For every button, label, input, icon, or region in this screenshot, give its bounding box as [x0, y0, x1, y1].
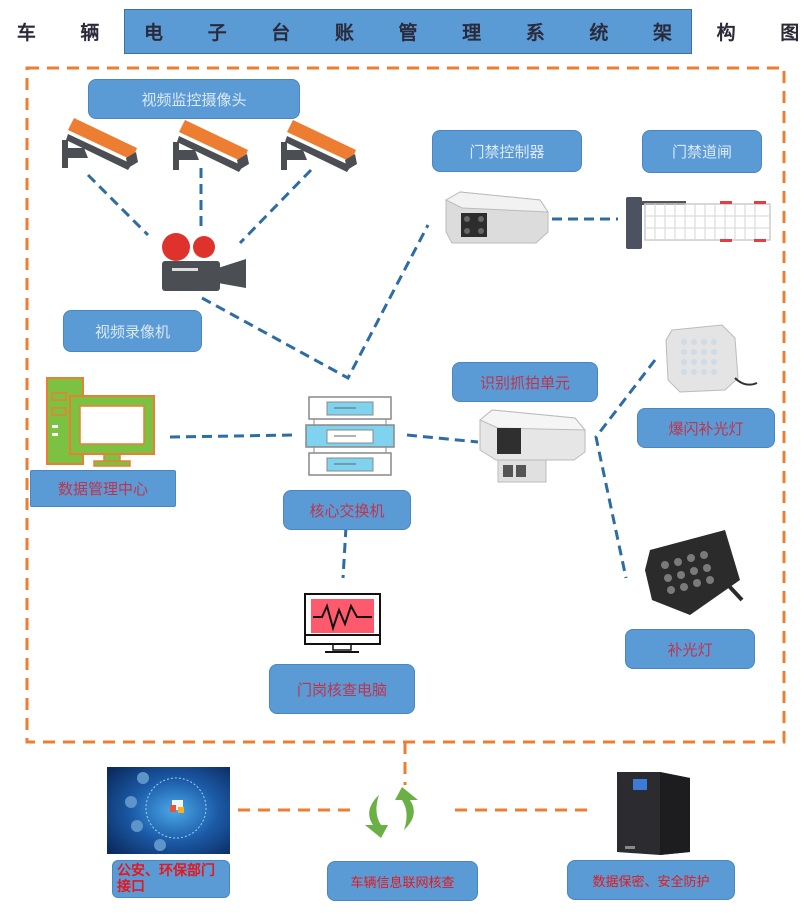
- label-access-controller: 门禁控制器: [432, 130, 582, 172]
- link-cam3-recorder: [238, 168, 313, 245]
- label-data-security-text: 数据保密、安全防护: [592, 874, 710, 890]
- label-access-controller-text: 门禁控制器: [469, 142, 545, 161]
- label-gate-pc-text: 门岗核查电脑: [296, 680, 387, 699]
- label-core-switch-text: 核心交换机: [309, 501, 385, 520]
- video-recorder-icon: [162, 233, 246, 291]
- capture-camera-icon: [479, 409, 587, 483]
- link-capture-lights: [594, 359, 657, 579]
- label-cctv: 视频监控摄像头: [88, 79, 300, 119]
- link-switch-gatepc: [341, 526, 348, 579]
- diagram-title-text: 车 辆 电 子 台 账 管 理 系 统 架 构 图: [16, 22, 808, 44]
- box-camera-icon: [444, 191, 549, 244]
- label-recorder: 视频录像机: [63, 310, 202, 352]
- label-data-center-text: 数据管理中心: [57, 480, 148, 498]
- desktop-computer-icon: [46, 377, 155, 467]
- label-barrier-gate-text: 门禁道闸: [671, 143, 732, 161]
- cctv-camera-icon: [62, 118, 138, 170]
- diagram-title: 车 辆 电 子 台 账 管 理 系 统 架 构 图: [17, 9, 799, 54]
- label-fill-light-text: 补光灯: [667, 640, 713, 659]
- label-strobe-light-text: 爆闪补光灯: [668, 419, 744, 438]
- label-data-security: 数据保密、安全防护: [567, 860, 735, 900]
- label-vehicle-check-text: 车辆信息联网核查: [350, 875, 455, 891]
- monitor-heartbeat-icon: [304, 593, 381, 653]
- network-switch-icon: [305, 396, 395, 476]
- fill-light-icon: [645, 530, 744, 615]
- label-data-center: 数据管理中心: [30, 470, 176, 507]
- link-cam1-recorder: [86, 173, 150, 237]
- ups-server-icon: [617, 772, 690, 855]
- label-police-interface-text: 公安、环保部门接口: [117, 863, 215, 895]
- label-gate-pc: 门岗核查电脑: [269, 664, 415, 714]
- label-capture-unit-text: 识别抓拍单元: [479, 373, 570, 392]
- label-strobe-light: 爆闪补光灯: [637, 408, 775, 448]
- label-fill-light: 补光灯: [625, 629, 755, 669]
- sync-arrows-icon: [365, 787, 418, 838]
- webrtc-interface-icon: [107, 767, 230, 854]
- label-vehicle-check: 车辆信息联网核查: [327, 861, 478, 901]
- label-core-switch: 核心交换机: [283, 490, 411, 530]
- label-barrier-gate: 门禁道闸: [642, 130, 762, 173]
- strobe-light-icon: [665, 324, 758, 393]
- cctv-camera-icon: [173, 120, 249, 172]
- label-cctv-text: 视频监控摄像头: [141, 90, 247, 109]
- link-switch-capture: [406, 433, 479, 444]
- label-recorder-text: 视频录像机: [94, 322, 170, 341]
- link-recorder-switch-controller: [201, 224, 430, 381]
- link-datacenter-switch: [169, 433, 296, 439]
- barrier-gate-icon: [626, 197, 771, 249]
- label-police-interface: 公安、环保部门接口: [112, 860, 230, 898]
- cctv-camera-icon: [281, 120, 357, 172]
- label-capture-unit: 识别抓拍单元: [452, 362, 598, 402]
